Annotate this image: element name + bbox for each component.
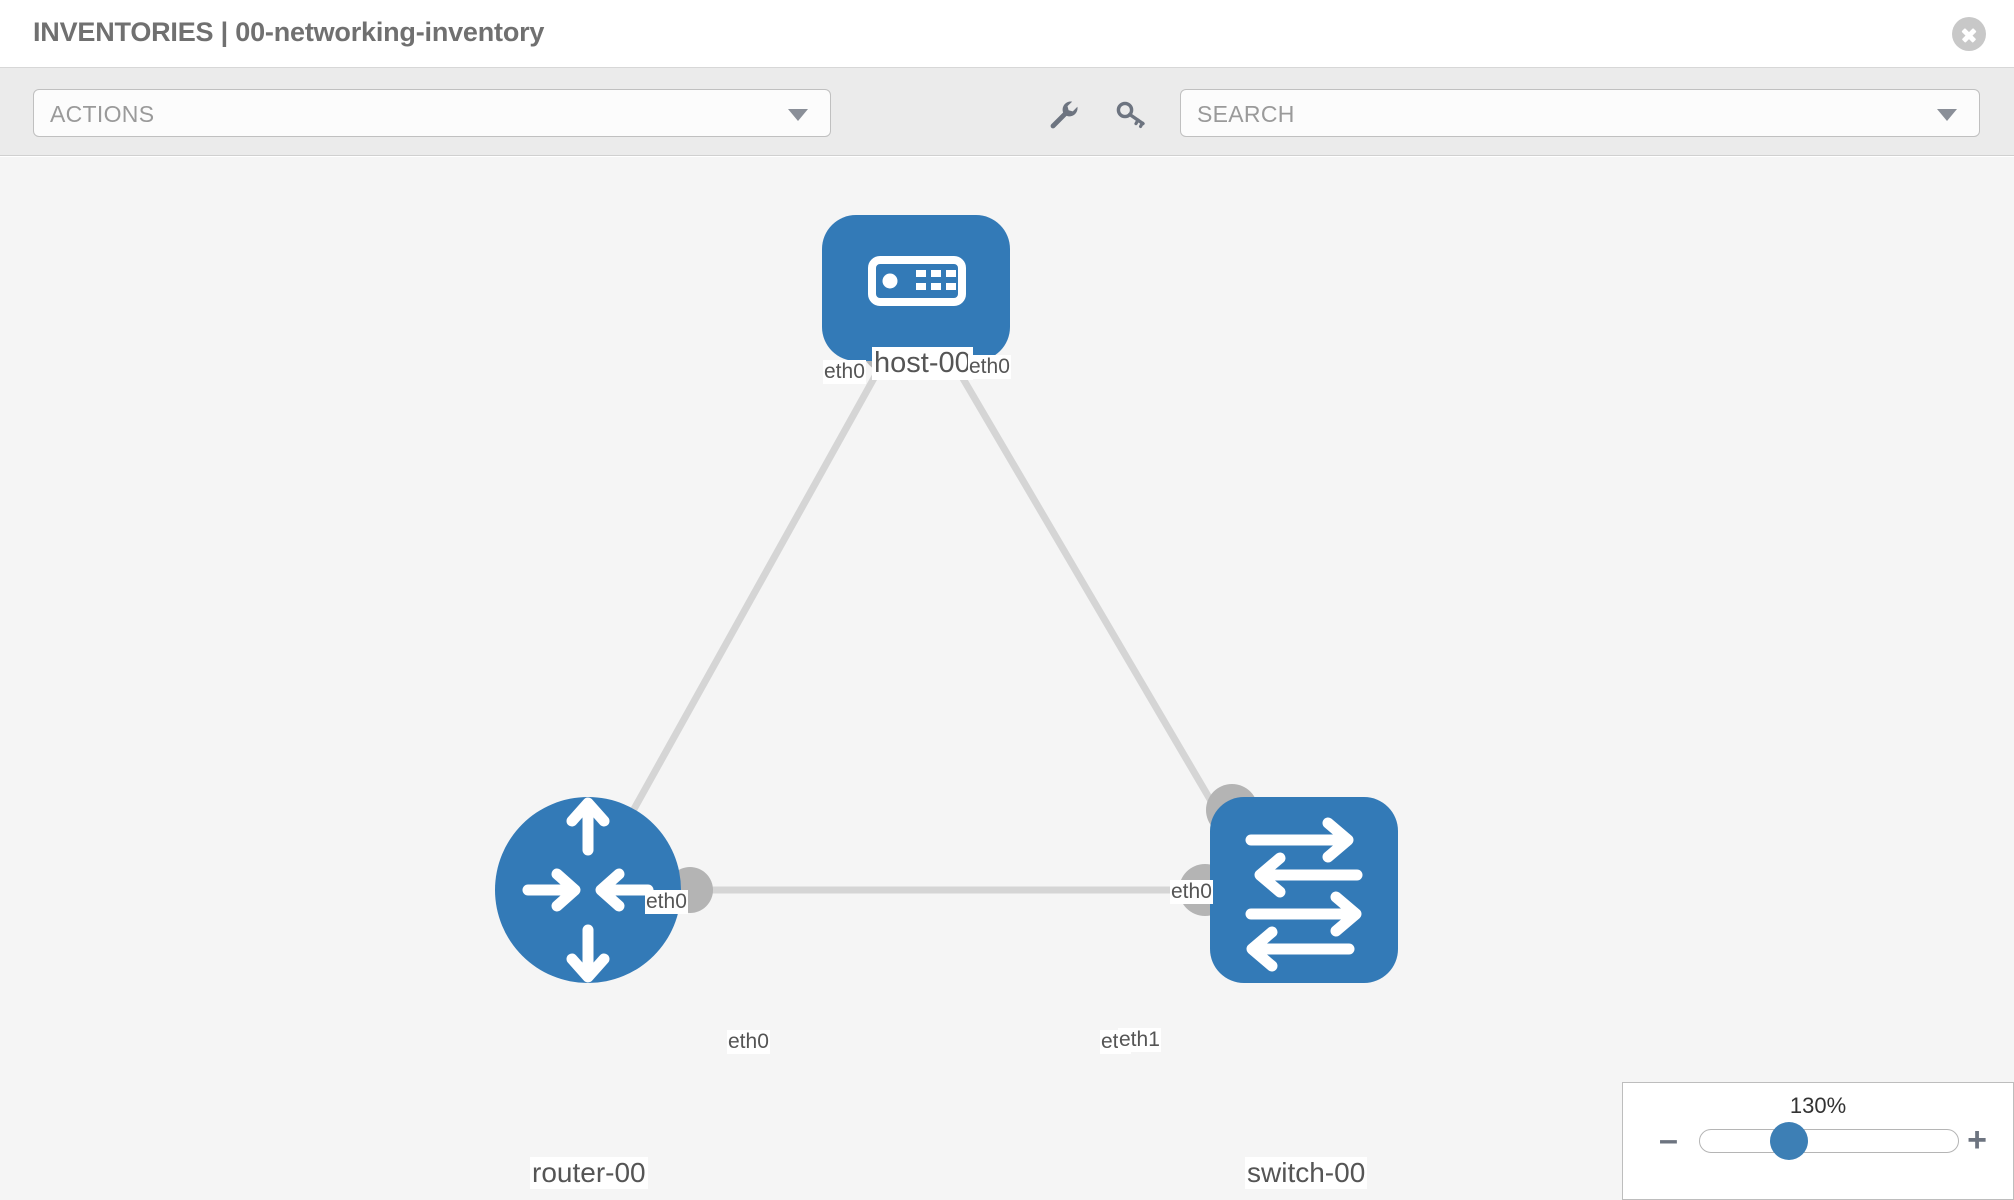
switch-arrows-icon [1245, 817, 1363, 972]
edge-label-switch-up: eth0 [1170, 880, 1213, 904]
edge-label-host-left: eth0 [823, 360, 866, 384]
zoom-out-button[interactable]: – [1659, 1121, 1678, 1159]
node-label-router-00: router-00 [530, 1157, 648, 1189]
edge-label-router-right: eth0 [727, 1030, 770, 1054]
page-header: INVENTORIES | 00-networking-inventory [0, 0, 2014, 68]
node-host-00[interactable] [822, 215, 1010, 361]
node-switch-00[interactable] [1210, 797, 1398, 983]
search-placeholder: SEARCH [1197, 101, 1295, 127]
key-icon[interactable] [1114, 98, 1148, 130]
zoom-in-button[interactable]: + [1967, 1121, 1987, 1159]
zoom-level-value: 130% [1789, 1093, 1847, 1118]
router-arrows-icon [522, 797, 654, 983]
zoom-slider-track[interactable] [1699, 1129, 1959, 1153]
actions-dropdown-label: ACTIONS [50, 101, 155, 127]
close-icon[interactable] [1952, 17, 1986, 51]
edge-host-switch[interactable] [944, 351, 1242, 849]
wrench-icon[interactable] [1046, 98, 1080, 130]
topology-canvas[interactable]: host-00 router-00 switch-00 eth0 eth0 et… [0, 157, 2014, 1200]
chevron-down-icon [788, 109, 808, 121]
edge-label-switch-left-b: eth1 [1118, 1028, 1161, 1052]
node-label-host-00: host-00 [872, 347, 973, 380]
toolbar: ACTIONS SEARCH [0, 68, 2014, 156]
edge-label-host-right: eth0 [968, 355, 1011, 379]
actions-dropdown[interactable]: ACTIONS [33, 89, 831, 137]
edge-label-router-up: eth0 [645, 890, 688, 914]
node-router-00[interactable] [495, 797, 681, 983]
node-label-switch-00: switch-00 [1245, 1157, 1368, 1189]
topology-graph [495, 215, 1398, 983]
edge-host-router[interactable] [610, 351, 892, 847]
zoom-control-panel: 130% – + [1622, 1082, 2014, 1200]
server-icon [868, 256, 966, 306]
search-input[interactable]: SEARCH [1180, 89, 1980, 137]
page-title: INVENTORIES | 00-networking-inventory [33, 17, 545, 47]
zoom-slider-thumb[interactable] [1770, 1122, 1808, 1160]
chevron-down-icon[interactable] [1937, 109, 1957, 121]
